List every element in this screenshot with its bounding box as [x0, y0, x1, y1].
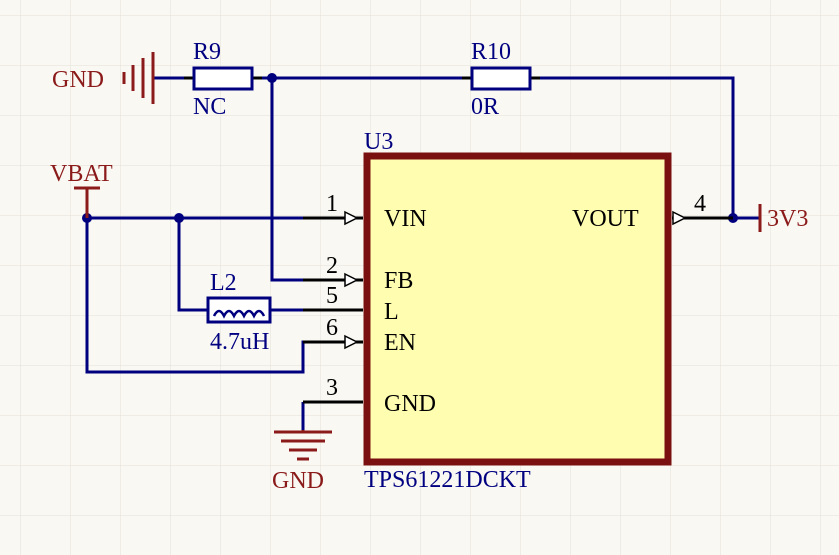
gnd-top-label: GND [52, 67, 104, 93]
r9-value: NC [193, 94, 226, 120]
vbat-symbol[interactable]: VBAT [50, 161, 113, 218]
chip-body[interactable] [363, 152, 672, 466]
wire-vin-l2[interactable] [177, 218, 208, 312]
pin-arrow-en [344, 334, 359, 350]
l2-coil [212, 309, 266, 319]
v3v3-label: 3V3 [767, 206, 808, 232]
pin-arrow-vin [344, 210, 359, 226]
chip-designator: U3 [364, 129, 393, 155]
power-3v3-symbol[interactable]: 3V3 [758, 204, 808, 232]
r9-body[interactable] [192, 66, 254, 91]
junction-vin-l2 [174, 213, 184, 223]
pin-number-gnd: 3 [326, 375, 338, 401]
wire-r10-vout[interactable] [532, 76, 735, 218]
pin-number-vout: 4 [694, 191, 706, 217]
r10-value: 0R [471, 94, 499, 120]
l2-designator: L2 [210, 270, 237, 296]
resistor-r9[interactable]: R9 NC [184, 39, 262, 120]
pin-number-fb: 2 [326, 253, 338, 279]
pin-arrow-fb [344, 272, 359, 288]
gnd-bottom-label: GND [272, 468, 324, 494]
pin-number-vin: 1 [326, 191, 338, 217]
pin-name-en: EN [384, 330, 416, 356]
pin-number-l: 5 [326, 283, 338, 309]
resistor-r10[interactable]: R10 0R [462, 39, 540, 120]
gnd-symbol-top[interactable]: GND [52, 52, 155, 104]
pin-name-gnd: GND [384, 391, 436, 417]
r10-designator: R10 [471, 39, 511, 65]
pin-arrow-vout [672, 210, 687, 226]
gnd-symbol-bottom[interactable]: GND [272, 430, 332, 494]
pin-name-vin: VIN [384, 206, 427, 232]
r10-body[interactable] [470, 66, 532, 91]
r9-designator: R9 [193, 39, 221, 65]
u3-chip[interactable]: U3 TPS61221DCKT 1 2 5 6 3 4 VIN FB L EN … [303, 129, 733, 493]
junction-r9-r10 [267, 73, 277, 83]
pin-number-en: 6 [326, 315, 338, 341]
pin-name-l: L [384, 299, 399, 325]
inductor-l2[interactable]: L2 4.7uH [206, 270, 272, 355]
vbat-label: VBAT [50, 161, 113, 187]
chip-part-number: TPS61221DCKT [364, 467, 531, 493]
pin-name-vout: VOUT [572, 206, 639, 232]
l2-value: 4.7uH [210, 329, 269, 355]
pin-name-fb: FB [384, 268, 413, 294]
